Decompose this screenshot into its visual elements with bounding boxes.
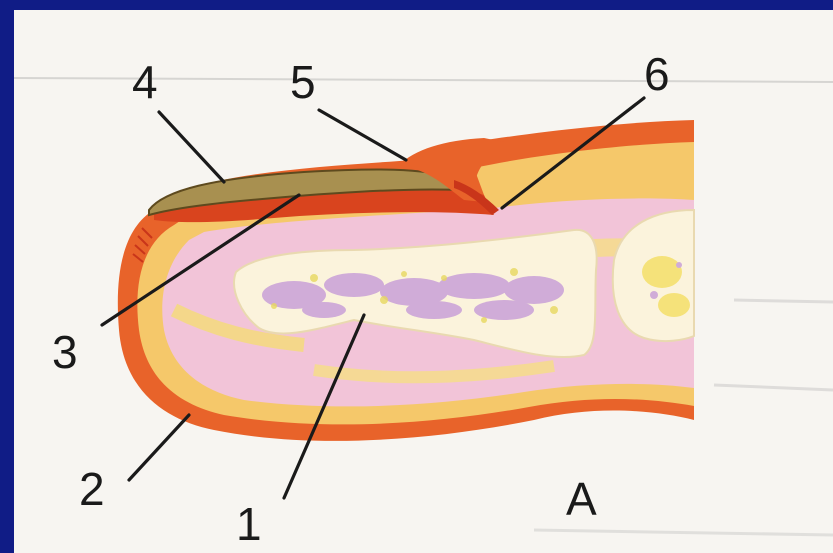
leader-line-2	[129, 415, 189, 480]
label-1: 1	[236, 498, 262, 550]
leader-line-4	[159, 112, 224, 182]
label-3: 3	[52, 326, 78, 378]
label-6: 6	[644, 48, 670, 100]
leader-line-5	[319, 110, 406, 160]
fingertip-section-diagram: 1 2 3 4 5 6 А	[14, 10, 833, 553]
panel-label: А	[566, 473, 597, 525]
label-2: 2	[79, 463, 105, 515]
label-4: 4	[132, 56, 158, 108]
label-5: 5	[290, 56, 316, 108]
